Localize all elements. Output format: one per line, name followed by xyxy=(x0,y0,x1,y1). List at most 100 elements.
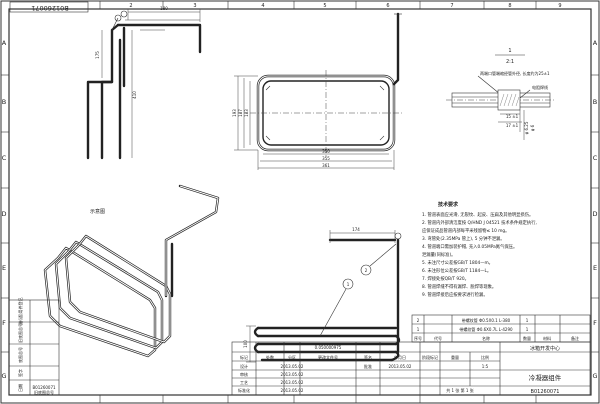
requirement-line: 6. 未注形位公差按GB/T 1184—L。 xyxy=(422,267,491,274)
header-no: 序号 xyxy=(414,335,422,341)
balloon-2: 2 xyxy=(365,268,368,273)
col-number: 8 xyxy=(508,3,511,9)
requirement-line: 1. 管道表面应光滑, 无裂纹、起皮、压扁及其他明显损伤。 xyxy=(422,211,533,218)
row-letter: G xyxy=(592,372,597,380)
column-ticks xyxy=(99,1,537,403)
detail-scale: 2:1 xyxy=(506,59,514,65)
mark-label: 签名 xyxy=(364,354,372,360)
mark-label: 处数 xyxy=(266,354,274,360)
dim-193: 193 xyxy=(232,109,237,117)
detail-view: 1 2:1 两端口管端缩经管外径, 长度约为25±1 电阻焊线 15 ±1 17… xyxy=(446,48,556,140)
strip-label: 借(通)用件登记 xyxy=(17,297,23,324)
requirement-line: 4. 管道端口需加装护帽, 充入0.05MPa氮气保压。 xyxy=(422,243,517,250)
role-label: 设计 xyxy=(240,363,248,369)
strip-label: 日期 xyxy=(17,384,23,392)
col-number: 5 xyxy=(323,3,326,9)
requirements-title: 技术要求 xyxy=(438,201,459,208)
part-no: 1 xyxy=(417,327,420,332)
requirement-line: 应保证成品管道内部每平米残留物≤ 10 mg。 xyxy=(422,227,509,234)
part-no: 2 xyxy=(417,318,420,323)
role-label: 工艺 xyxy=(240,380,248,385)
row-letter: D xyxy=(1,210,6,218)
stage-label: 阶段标记 xyxy=(422,354,438,360)
part-qty: 1 xyxy=(526,318,529,323)
mark-label: 年月日 xyxy=(394,354,406,360)
strip-label: 底图总号 xyxy=(17,347,23,363)
dia-6: φ 6 xyxy=(530,124,535,131)
dim-361: 361 xyxy=(322,163,330,168)
col-number: 6 xyxy=(386,3,389,9)
dim-355: 355 xyxy=(322,156,330,161)
col-number: 2 xyxy=(129,3,132,9)
mark-label: 标记 xyxy=(240,354,248,360)
requirement-line: 9. 管道焊接后应按要求进行检漏。 xyxy=(422,291,488,298)
technical-requirements: 技术要求 1. 管道表面应光滑, 无裂纹、起皮、压扁及其他明显损伤。 2. 管道… xyxy=(422,201,537,298)
requirement-line: 7. 焊接处按QB/T 920。 xyxy=(422,275,469,282)
col-number: 4 xyxy=(261,3,264,9)
detail-note-side: 电阻焊线 xyxy=(532,84,548,90)
requirement-line: 5. 未注尺寸公差按GB/T 1804—m。 xyxy=(422,259,493,266)
row-ticks xyxy=(1,74,599,353)
strip-label: 旧底图总号 xyxy=(17,323,23,343)
part-qty: 1 xyxy=(526,327,529,332)
part-title: 冷凝器组件 xyxy=(529,373,562,382)
sheet-info: 共 1 张 第 1 张 xyxy=(446,387,473,393)
scale-label: 比例 xyxy=(481,354,489,360)
date-value: 2013.05.02 xyxy=(389,364,412,369)
row-letters-left: A B C D E F G xyxy=(1,39,6,380)
requirement-line: 2. 管道内外部清洁度按 Q/HND J 04521 技术条件规定执行, xyxy=(422,219,537,226)
title-block: 标记 处数 分区 更改文件号 签名 年月日 设计 审核 工艺 标准化 2013.… xyxy=(231,341,591,396)
row-letter: D xyxy=(592,210,597,218)
date-value: 2013.05.02 xyxy=(281,364,304,369)
detail-number: 1 xyxy=(508,48,511,54)
code-ref: 0.050000975 xyxy=(315,345,342,350)
row-letter: F xyxy=(593,319,597,327)
dim-180: 180 xyxy=(160,6,168,11)
strip-bottom-label: 旧底图总号 xyxy=(34,389,54,395)
dim-174: 174 xyxy=(352,227,360,232)
col-number: 7 xyxy=(450,3,453,9)
date-value: 2013.05.02 xyxy=(281,372,304,377)
mark-label: 更改文件号 xyxy=(318,354,338,360)
scale-value: 1:5 xyxy=(482,364,489,369)
header-name: 名称 xyxy=(482,335,490,341)
dim-187: 187 xyxy=(238,109,243,117)
row-letter: A xyxy=(2,39,7,47)
left-strip: 借(通)用件登记 旧底图总号 底图总号 签字 日期 B01260071 旧底图总… xyxy=(8,297,60,396)
dim-350: 350 xyxy=(322,149,330,154)
requirement-line: 泄漏量(同标准)。 xyxy=(422,251,455,258)
part-name: 带螺纹管 Φ0.5X0.1 L-380 xyxy=(462,317,511,323)
role-label: 标准化 xyxy=(238,387,250,393)
date-value: 2013.05.02 xyxy=(281,380,304,385)
row-letter: B xyxy=(593,98,597,106)
row-letter: A xyxy=(593,39,598,47)
column-numbers-top: 2 3 4 5 6 7 8 9 xyxy=(129,3,561,9)
date-value: 2013.05.02 xyxy=(281,388,304,393)
role-label: 审核 xyxy=(240,371,248,377)
strip-label: 签字 xyxy=(17,369,23,377)
strip-code: B01260071 xyxy=(32,385,56,390)
row-letter: C xyxy=(2,154,7,162)
dim-410: 410 xyxy=(132,91,137,99)
dia-625: φ 6.25 xyxy=(524,121,529,134)
mark-label: 分区 xyxy=(288,354,296,360)
parts-list: 2 带螺纹管 Φ0.5X0.1 L-380 1 1 带螺纹管 Φ0.6X0.7L… xyxy=(411,314,591,343)
col-number: 3 xyxy=(193,3,196,9)
header-code: 代号 xyxy=(434,335,442,341)
iso-label: 示意图 xyxy=(90,208,105,215)
requirement-line: 3. 弯管处(2.35MPa 管上), 5 分钟不泄漏。 xyxy=(422,235,505,242)
svg-text:B01260071: B01260071 xyxy=(31,4,69,12)
part-name: 带螺纹管 Φ0.6X0.7L L-4290 xyxy=(459,326,513,332)
drawing-number: B01260071 xyxy=(531,389,560,395)
balloon-1: 1 xyxy=(347,282,350,287)
col-number: 9 xyxy=(558,3,561,9)
requirement-line: 8. 管道焊缝不得有漏焊、脱焊等现象。 xyxy=(422,283,496,290)
mirrored-drawing-number: B01260071 xyxy=(9,1,89,13)
weight-label: 重量 xyxy=(451,354,459,360)
front-view: 180 175 410 xyxy=(86,6,202,160)
dim-100: 100 xyxy=(243,340,248,348)
company-name: 冰箱开发中心 xyxy=(530,345,560,352)
